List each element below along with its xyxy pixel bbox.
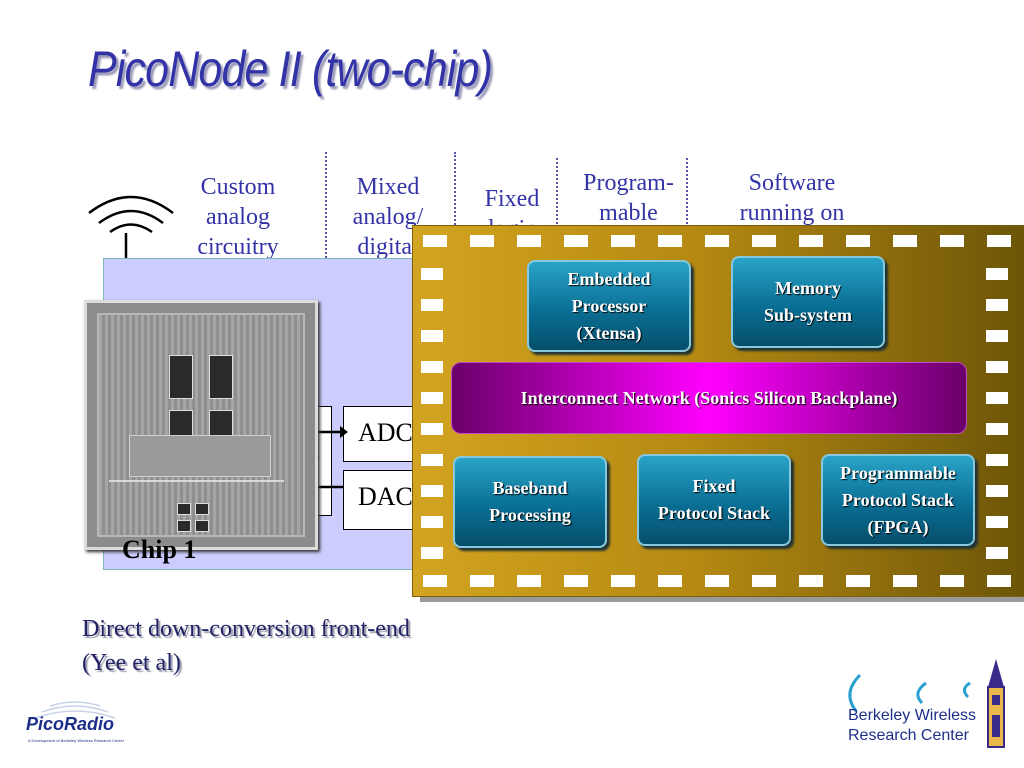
film-sprocket-hole <box>470 575 494 587</box>
film-sprocket-hole <box>421 361 443 373</box>
film-sprocket-hole <box>986 361 1008 373</box>
film-sprocket-hole <box>611 235 635 247</box>
caption-line-2: (Yee et al) <box>82 650 181 676</box>
die-core <box>97 313 305 537</box>
column-heading-mixed-analog-digital: Mixed analog/ digital <box>352 174 424 260</box>
film-sprocket-hole <box>421 454 443 466</box>
film-sprocket-hole <box>611 575 635 587</box>
chip1-label: Chip 1 <box>122 535 197 564</box>
picoradio-waves-icon <box>34 701 116 719</box>
film-sprocket-hole <box>846 575 870 587</box>
dac-label: DAC <box>358 482 413 511</box>
film-sprocket-hole <box>421 299 443 311</box>
film-sprocket-hole <box>752 575 776 587</box>
interconnect-network-block: Interconnect Network (Sonics Silicon Bac… <box>451 362 967 434</box>
page-title: PicoNode II (two-chip) <box>88 41 493 97</box>
film-sprocket-hole <box>470 235 494 247</box>
film-sprocket-hole <box>799 235 823 247</box>
film-sprocket-hole <box>986 516 1008 528</box>
film-sprocket-hole <box>986 392 1008 404</box>
column-heading-custom-analog: Custom analog circuitry <box>197 174 279 260</box>
programmable-protocol-stack-block: Programmable Protocol Stack (FPGA) <box>821 454 975 546</box>
picoradio-logo: PicoRadio A Development of Berkeley Wire… <box>20 700 135 752</box>
film-sprocket-hole <box>421 547 443 559</box>
film-sprocket-hole <box>705 235 729 247</box>
film-sprocket-hole <box>893 575 917 587</box>
film-sprocket-hole <box>986 547 1008 559</box>
film-sprocket-hole <box>564 235 588 247</box>
chip-die-photo <box>84 300 318 550</box>
film-sprocket-hole <box>986 299 1008 311</box>
memory-subsystem-block: Memory Sub-system <box>731 256 885 348</box>
film-sprocket-hole <box>986 485 1008 497</box>
baseband-processing-block: Baseband Processing <box>453 456 607 548</box>
fixed-protocol-stack-block: Fixed Protocol Stack <box>637 454 791 546</box>
film-sprocket-hole <box>517 575 541 587</box>
film-sprocket-hole <box>987 235 1011 247</box>
film-sprocket-hole <box>799 575 823 587</box>
film-sprocket-hole <box>564 575 588 587</box>
film-sprocket-hole <box>421 485 443 497</box>
film-sprocket-hole <box>940 575 964 587</box>
caption: Direct down-conversion front-end (Yee et… <box>82 612 410 680</box>
column-divider <box>556 158 558 232</box>
film-sprocket-hole <box>987 575 1011 587</box>
chip2-film-strip: Embedded Processor (Xtensa) Memory Sub-s… <box>412 225 1024 597</box>
film-sprocket-hole <box>986 454 1008 466</box>
bwrc-tower-icon <box>848 659 1005 748</box>
film-sprocket-hole <box>423 575 447 587</box>
film-sprocket-hole <box>986 423 1008 435</box>
film-sprocket-hole <box>421 392 443 404</box>
film-sprocket-hole <box>940 235 964 247</box>
film-sprocket-hole <box>986 268 1008 280</box>
bwrc-logo: Berkeley Wireless Research Center <box>838 655 1020 755</box>
film-sprocket-hole <box>846 235 870 247</box>
film-sprocket-hole <box>423 235 447 247</box>
picoradio-tagline: A Development of Berkeley Wireless Resea… <box>28 738 125 743</box>
bwrc-name-line-1: Berkeley Wireless <box>848 707 977 724</box>
film-sprocket-hole <box>705 575 729 587</box>
film-sprocket-hole <box>752 235 776 247</box>
film-sprocket-hole <box>421 268 443 280</box>
film-sprocket-hole <box>658 575 682 587</box>
picoradio-wordmark: PicoRadio <box>26 714 115 734</box>
film-sprocket-hole <box>517 235 541 247</box>
caption-line-1: Direct down-conversion front-end <box>82 616 410 642</box>
embedded-processor-block: Embedded Processor (Xtensa) <box>527 260 691 352</box>
film-sprocket-hole <box>986 330 1008 342</box>
bwrc-name-line-2: Research Center <box>848 727 969 744</box>
film-sprocket-hole <box>421 423 443 435</box>
film-sprocket-hole <box>658 235 682 247</box>
film-sprocket-hole <box>893 235 917 247</box>
film-sprocket-hole <box>421 330 443 342</box>
adc-label: ADC <box>358 418 413 447</box>
film-sprocket-hole <box>421 516 443 528</box>
column-divider <box>454 152 456 232</box>
column-divider <box>686 158 688 232</box>
